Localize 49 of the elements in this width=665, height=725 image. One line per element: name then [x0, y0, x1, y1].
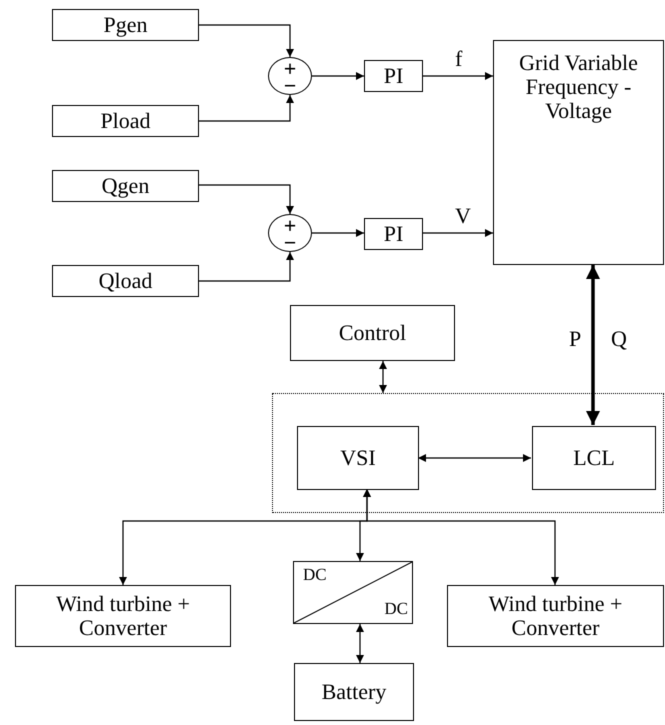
dotted-group-box: [272, 393, 664, 513]
node-label: Battery: [322, 680, 386, 704]
source-box: [447, 585, 664, 647]
arrow: [423, 72, 493, 80]
grid-box: [493, 40, 664, 265]
arrow: [379, 361, 387, 393]
source-box: [15, 585, 231, 647]
sign-symbol: +: [284, 60, 296, 77]
inverter-box: [297, 426, 419, 490]
arrow: [356, 624, 364, 663]
input-box: [52, 9, 199, 41]
node-label: Wind turbine + Converter: [55, 592, 191, 640]
arrow: [199, 252, 294, 282]
node-label: Control: [338, 320, 406, 346]
node-label: Qgen: [102, 174, 150, 198]
sign-symbol: −: [284, 77, 296, 94]
arrow: [199, 95, 294, 122]
arrow: [312, 72, 364, 80]
flow-label: Q: [610, 328, 628, 350]
control-box: [290, 305, 455, 361]
filter-box: [532, 426, 656, 490]
arrow: [312, 229, 364, 237]
node-label: VSI: [340, 446, 376, 470]
node-label: DC: [303, 566, 327, 585]
controller-box: [364, 60, 423, 92]
arrow: [423, 229, 493, 237]
node-label: Grid Variable Frequency - Voltage: [518, 51, 639, 124]
node-label: LCL: [573, 446, 615, 470]
node-label: Wind turbine + Converter: [488, 592, 624, 640]
sign-symbol: +: [284, 217, 296, 234]
node-label: Qload: [98, 268, 152, 294]
controller-box: [364, 218, 423, 250]
input-box: [52, 170, 199, 202]
input-box: [52, 265, 199, 297]
node-label: PI: [384, 64, 404, 88]
node-label: Pload: [100, 108, 151, 134]
arrow: [199, 184, 294, 214]
arrow: [418, 454, 531, 462]
arrow: [586, 265, 600, 425]
arrow: [363, 489, 559, 585]
summing-junction: [268, 57, 312, 95]
arrow: [199, 24, 294, 57]
node-label: Pgen: [104, 12, 148, 38]
input-box: [52, 105, 199, 137]
sign-symbol: −: [284, 234, 296, 251]
node-label: DC: [384, 600, 408, 619]
node-label: PI: [384, 222, 404, 246]
summing-junction: [268, 214, 312, 252]
battery-box: [294, 663, 414, 721]
